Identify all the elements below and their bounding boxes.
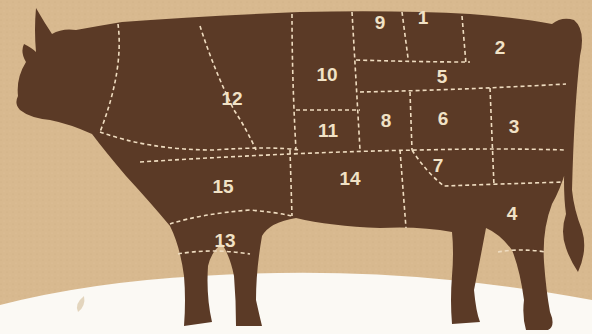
callout-number: 13 (214, 231, 235, 250)
callout-number: 4 (507, 204, 518, 223)
callout-number: 15 (212, 177, 233, 196)
small-leaf (77, 296, 85, 312)
callout-number: 2 (495, 38, 506, 57)
callout-number: 11 (318, 121, 338, 140)
callout-number: 8 (381, 111, 392, 130)
callout-number: 3 (509, 117, 520, 136)
cow-silhouette (16, 8, 584, 330)
callout-number: 6 (438, 109, 449, 128)
callout-number: 5 (437, 67, 448, 86)
callout-number: 14 (339, 169, 360, 188)
callout-number: 12 (221, 89, 242, 108)
callout-number: 7 (433, 156, 444, 175)
callout-number: 10 (316, 65, 337, 84)
callout-number: 9 (375, 13, 386, 32)
callout-number: 1 (418, 8, 429, 27)
cut-lines (100, 12, 566, 254)
snow-ground (0, 273, 592, 334)
